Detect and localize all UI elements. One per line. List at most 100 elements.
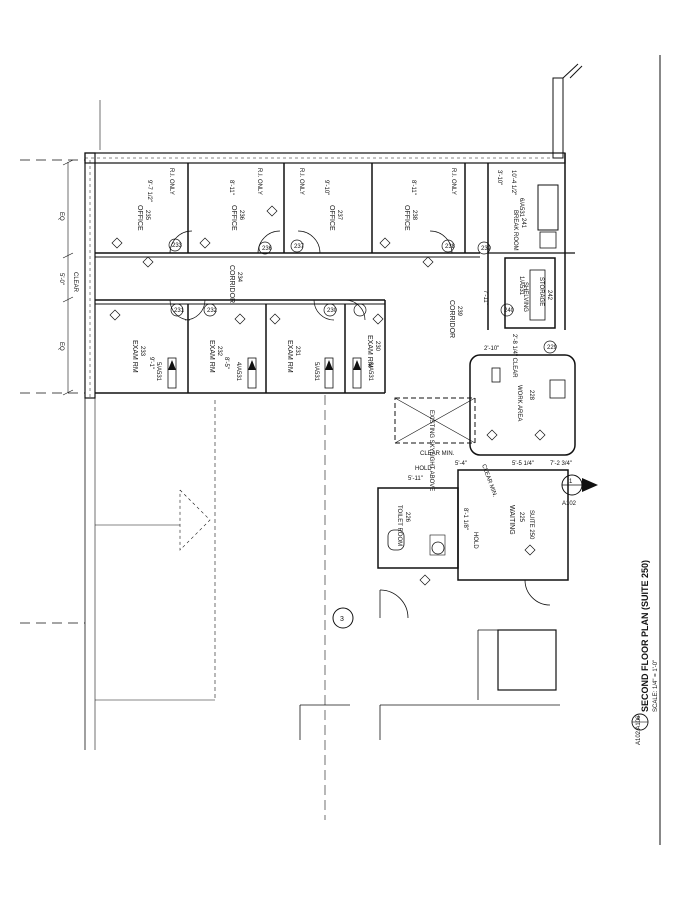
lavatory xyxy=(431,541,445,555)
dim-clear: 2'-8 1/4" CLEAR xyxy=(511,334,517,378)
exterior-wall-left xyxy=(84,152,96,399)
room-name-office-236: OFFICE xyxy=(230,205,237,231)
room-number-office-235: 235 xyxy=(144,210,150,221)
room-number-corridor-239: 239 xyxy=(456,306,462,317)
eq-label-bottom: EQ xyxy=(58,342,64,351)
door-tag-231: 231 xyxy=(174,308,185,314)
drawing-sheet-ref: A102 A106 xyxy=(636,715,642,745)
room-number-office-238: 238 xyxy=(411,210,417,221)
keynote-markers xyxy=(109,205,546,586)
dim-office-235: 9'-7 1/2" xyxy=(146,180,152,202)
door-tag-238: 238 xyxy=(445,244,456,250)
eq-label-top: EQ xyxy=(58,212,64,221)
shelving-label: SHELVING xyxy=(522,282,528,312)
column-grid-marker-label: 3 xyxy=(340,616,344,623)
entry-door-swing xyxy=(379,589,409,619)
room-name-office-237: OFFICE xyxy=(328,205,335,231)
dim-office-236: 8'-11" xyxy=(228,180,234,195)
dim-exam-232: 8'-5" xyxy=(223,357,229,369)
toilet-room-walls xyxy=(377,487,459,569)
door-tag-236: 236 xyxy=(262,246,273,252)
door-tag-229: 229 xyxy=(547,345,558,351)
ref-5-a531-b: 5/A531 xyxy=(313,362,319,382)
room-number-exam-231: 231 xyxy=(294,346,300,357)
ri-only-4: R.I. ONLY xyxy=(450,168,456,195)
dim-storage: 7'-11" xyxy=(482,290,488,305)
existing-wall xyxy=(552,77,564,159)
ref-4-a531: 4/A531 xyxy=(235,362,241,382)
dim-toilet-2: 8'-1 1/8" xyxy=(462,508,468,530)
waiting-room-walls xyxy=(457,469,569,581)
door-tag-240: 240 xyxy=(504,308,515,314)
room-number-work-area: 228 xyxy=(528,390,534,401)
dim-toilet: 5'-11" xyxy=(408,476,423,482)
refrigerator xyxy=(539,231,557,249)
door-swing-235 xyxy=(169,230,193,254)
ref-1-a531: 1/A531 xyxy=(518,276,524,296)
clear-dimension: 5'-0" xyxy=(58,273,64,285)
dim-work-3: 5'-4" xyxy=(455,461,467,467)
clear-min-label: CLEAR MIN. xyxy=(420,451,455,457)
room-number-office-237: 237 xyxy=(336,210,342,221)
hold-label-2: HOLD xyxy=(472,532,478,549)
shelving xyxy=(529,269,546,321)
existing-skylight xyxy=(394,397,476,444)
room-name-exam-233: EXAM RM xyxy=(131,340,138,373)
dim-work-2: 7'-2 3/4" xyxy=(550,461,572,467)
room-number-waiting: 225 xyxy=(518,512,524,523)
ref-5-a531: 5/A531 xyxy=(155,362,161,382)
work-area-walls xyxy=(469,354,576,456)
door-tag-237: 237 xyxy=(294,244,305,250)
dim-work-area: 2'-10" xyxy=(484,346,499,352)
section-marker-number: 1 xyxy=(569,479,573,485)
room-name-work-area: WORK AREA xyxy=(516,385,522,421)
door-tags xyxy=(168,238,557,354)
dim-break-room-1: 10'-4 1/2" xyxy=(510,170,516,195)
section-marker-ref: A102 xyxy=(562,501,577,507)
room-name-waiting: WAITING xyxy=(508,505,515,535)
room-number-exam-230: 230 xyxy=(374,341,380,352)
suite-label: SUITE 250 xyxy=(528,510,534,540)
room-number-office-236: 236 xyxy=(238,210,244,221)
ref-6-a531: 6/A531 xyxy=(518,198,524,218)
toilet-fixture xyxy=(387,529,405,551)
room-name-office-235: OFFICE xyxy=(136,205,143,231)
room-name-office-238: OFFICE xyxy=(403,205,410,231)
room-name-break-room: BREAK ROOM xyxy=(512,210,518,251)
dim-office-237: 9'-10" xyxy=(323,180,329,195)
dim-work-1: 5'-5 1/4" xyxy=(512,461,534,467)
room-number-storage: 242 xyxy=(546,290,552,301)
clear-label: CLEAR xyxy=(72,272,78,293)
ri-only-2: R.I. ONLY xyxy=(256,168,262,195)
clear-min-label-2: CLEAR MIN. xyxy=(480,464,497,499)
room-number-exam-233: 233 xyxy=(139,346,145,357)
room-name-toilet: TOILET ROOM xyxy=(396,505,402,546)
room-number-exam-232: 232 xyxy=(216,346,222,357)
door-tag-230: 230 xyxy=(327,308,338,314)
ri-only-3: R.I. ONLY xyxy=(298,168,304,195)
ri-only-1: R.I. ONLY xyxy=(168,168,174,195)
room-number-toilet: 226 xyxy=(404,512,410,523)
column-grid-marker xyxy=(332,607,354,629)
room-number-corridor-234: 234 xyxy=(236,272,242,283)
room-name-exam-230: EXAM RM xyxy=(366,335,373,368)
room-name-corridor-234: CORRIDOR xyxy=(228,265,235,303)
drawing-title: SECOND FLOOR PLAN (SUITE 250) xyxy=(640,560,650,712)
skylight-label: EXISTING SKYLIGHT ABOVE xyxy=(428,410,434,491)
storage-room xyxy=(504,257,556,329)
dim-break-room-2: 3'-10" xyxy=(496,170,502,185)
room-name-storage: STORAGE xyxy=(538,277,544,306)
door-tag-232: 232 xyxy=(207,308,218,314)
existing-stair-block xyxy=(497,629,557,691)
dim-office-238: 8'-11" xyxy=(410,180,416,195)
drawing-number: 1 xyxy=(637,716,641,722)
ref-8-a531: 8/A531 xyxy=(367,362,373,382)
room-name-corridor-239: CORRIDOR xyxy=(448,300,455,338)
room-number-break-room: 241 xyxy=(520,218,526,229)
dim-exam-233: 9'-1" xyxy=(148,357,154,369)
room-name-exam-231: EXAM RM xyxy=(286,340,293,373)
door-tag-239: 239 xyxy=(481,246,492,252)
door-tag-233: 233 xyxy=(172,243,183,249)
break-room-counter xyxy=(537,184,559,231)
